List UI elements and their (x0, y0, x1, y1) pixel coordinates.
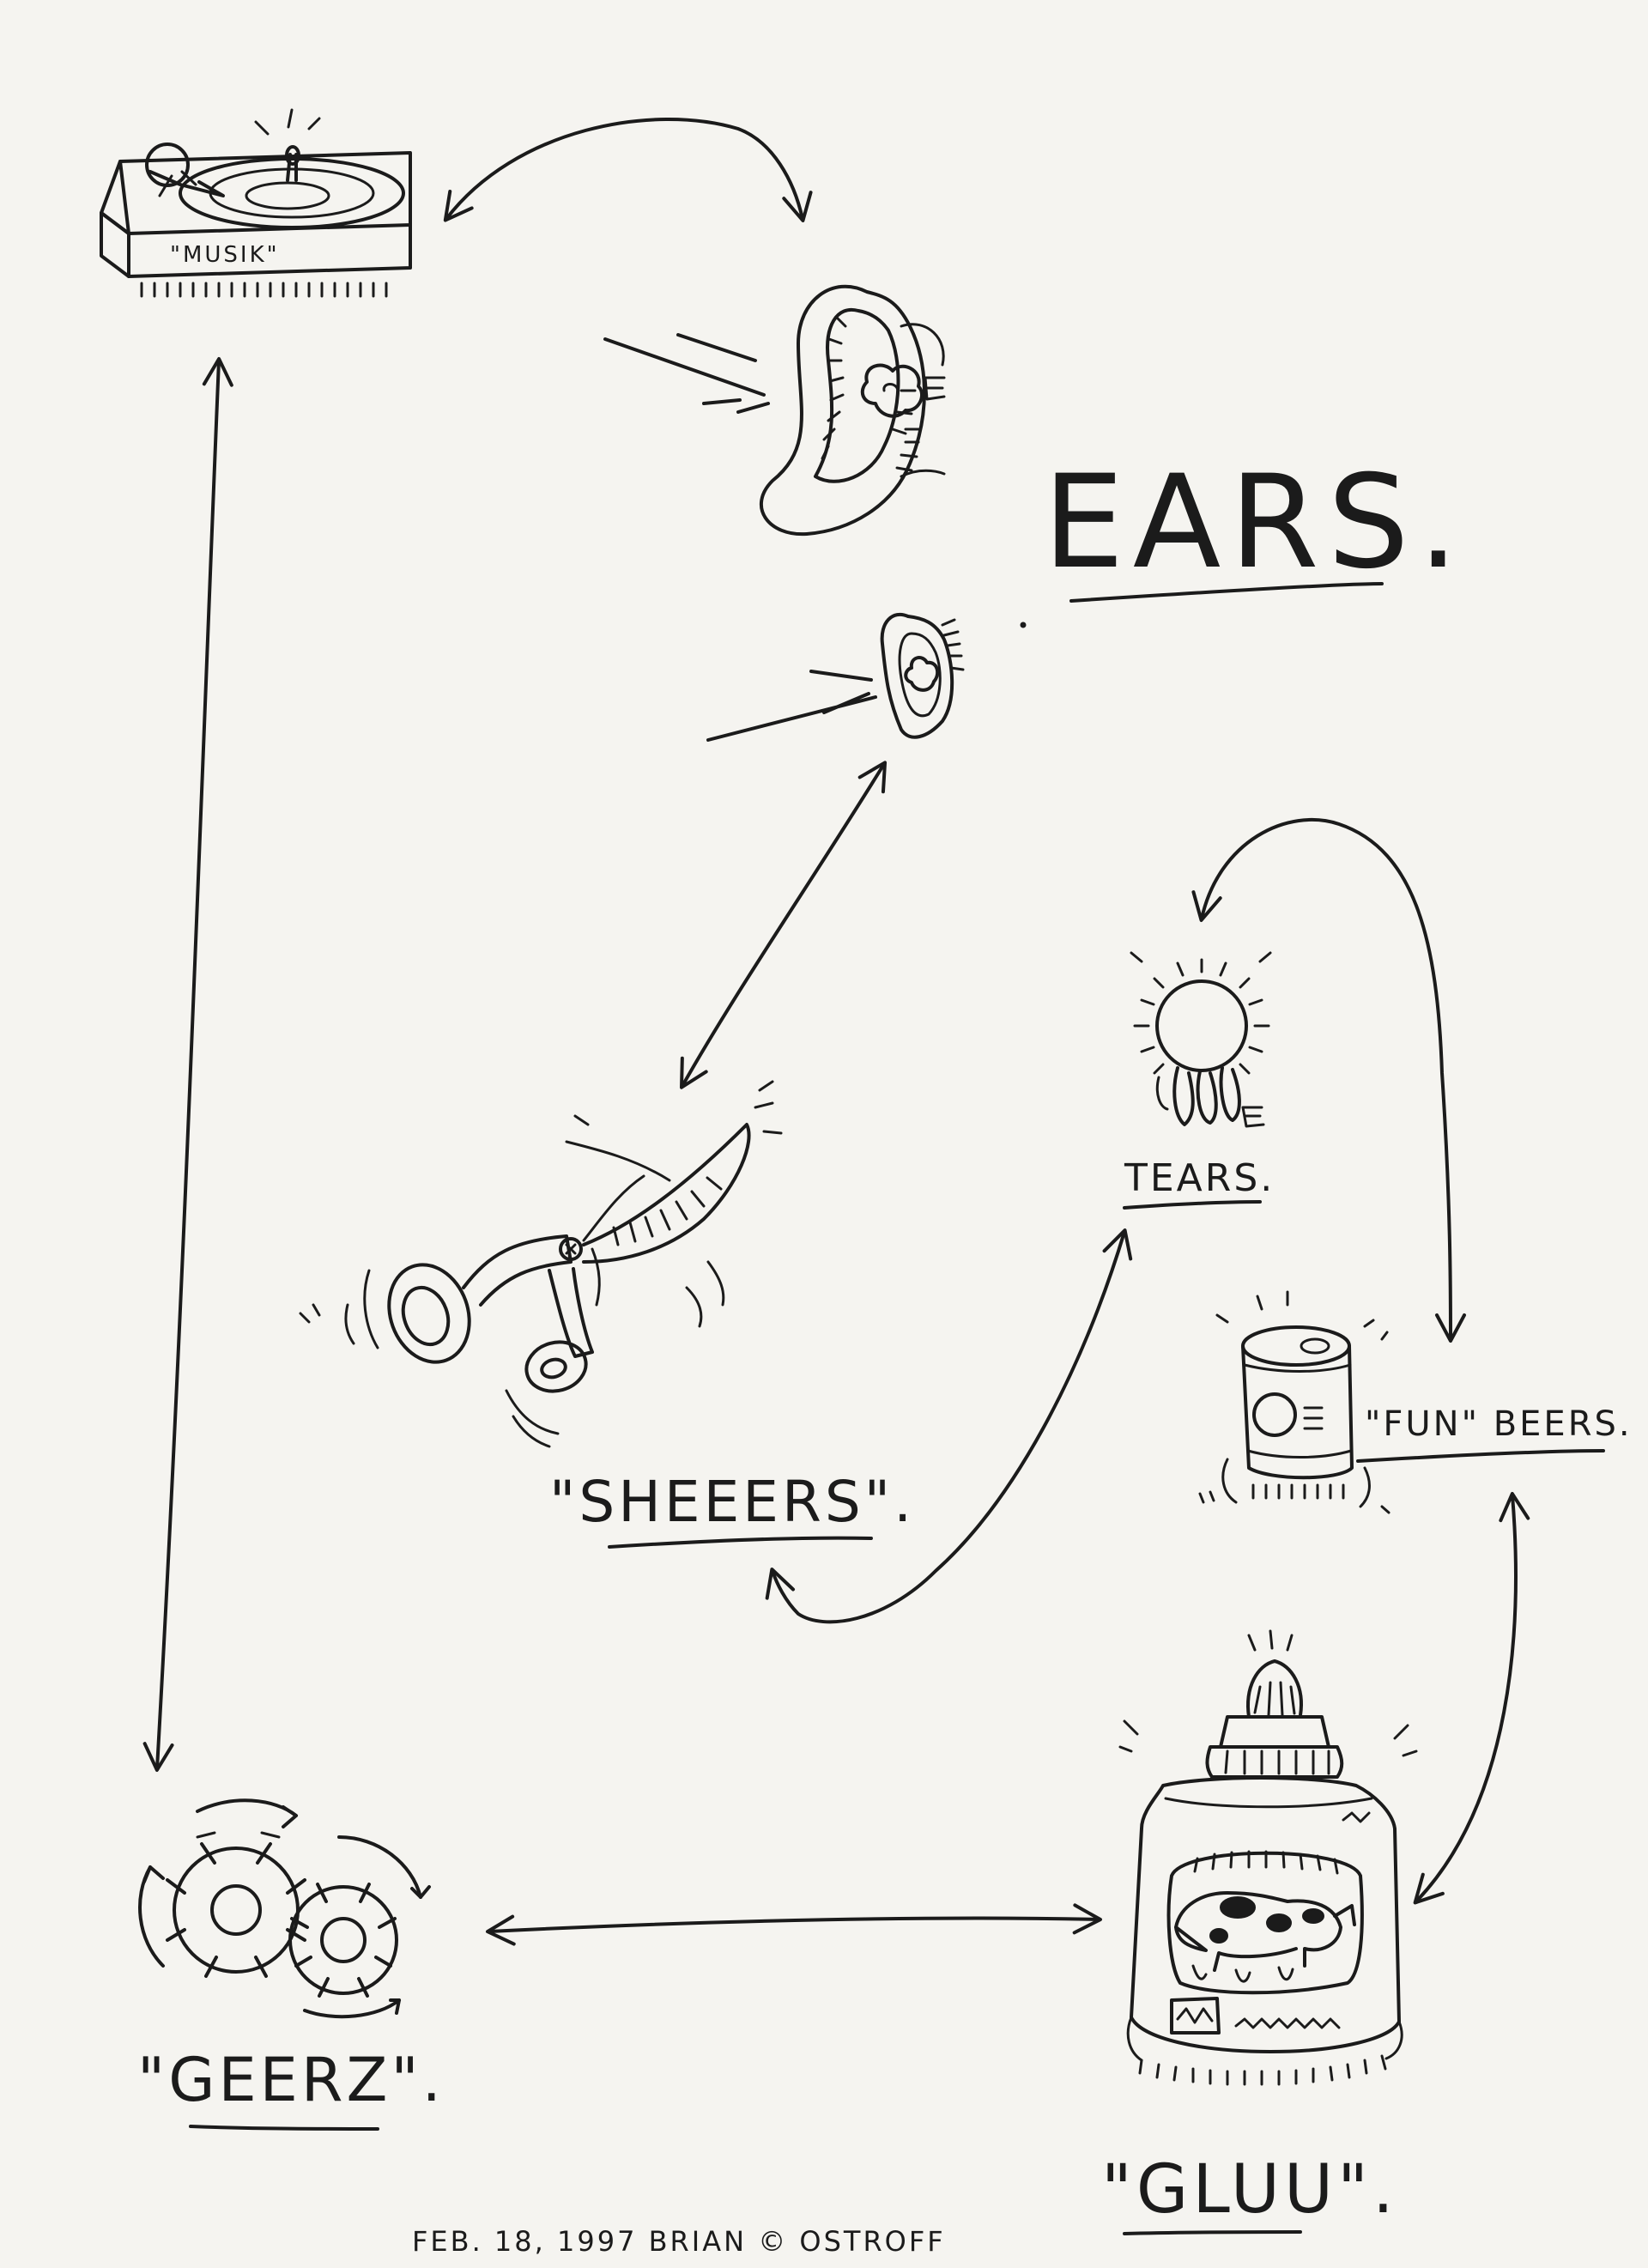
arrow-musik-geerz (142, 357, 233, 1772)
connection-arrows (142, 117, 1530, 1946)
signature-text: FEB. 18, 1997 BRIAN © OSTROFF (412, 2225, 946, 2258)
ears-title: EARS. (1043, 448, 1468, 597)
beer-can-icon: "FUN" BEERS. (1198, 1290, 1633, 1514)
musik-label: "MUSIK" (170, 242, 280, 268)
glue-bottle-icon: "GLUU". (1101, 1629, 1418, 2235)
gluu-label: "GLUU". (1101, 2151, 1398, 2229)
fun-beers-label: "FUN" BEERS. (1365, 1404, 1633, 1444)
small-ear-icon (706, 612, 965, 742)
tears-label: TEARS. (1124, 1156, 1275, 1200)
shears-icon: "SHEEERS". (299, 1080, 915, 1549)
arrow-tears-beers (1191, 818, 1466, 1343)
arrow-beers-gluu (1413, 1492, 1530, 1905)
large-ear-icon (603, 284, 946, 537)
arrow-tears-sheeers (765, 1228, 1133, 1624)
record-player-icon: "MUSIK" (100, 108, 412, 298)
arrow-ear-shears (680, 761, 888, 1089)
tears-icon: TEARS. (1123, 951, 1275, 1210)
ears-title-group: EARS. (1020, 448, 1468, 628)
sheeers-label: "SHEEERS". (549, 1469, 915, 1535)
gears-icon: "GEERZ". (137, 1798, 445, 2131)
geerz-label: "GEERZ". (137, 2045, 445, 2115)
arrow-geerz-gluu (486, 1903, 1102, 1946)
arrow-musik-ear (443, 117, 813, 222)
